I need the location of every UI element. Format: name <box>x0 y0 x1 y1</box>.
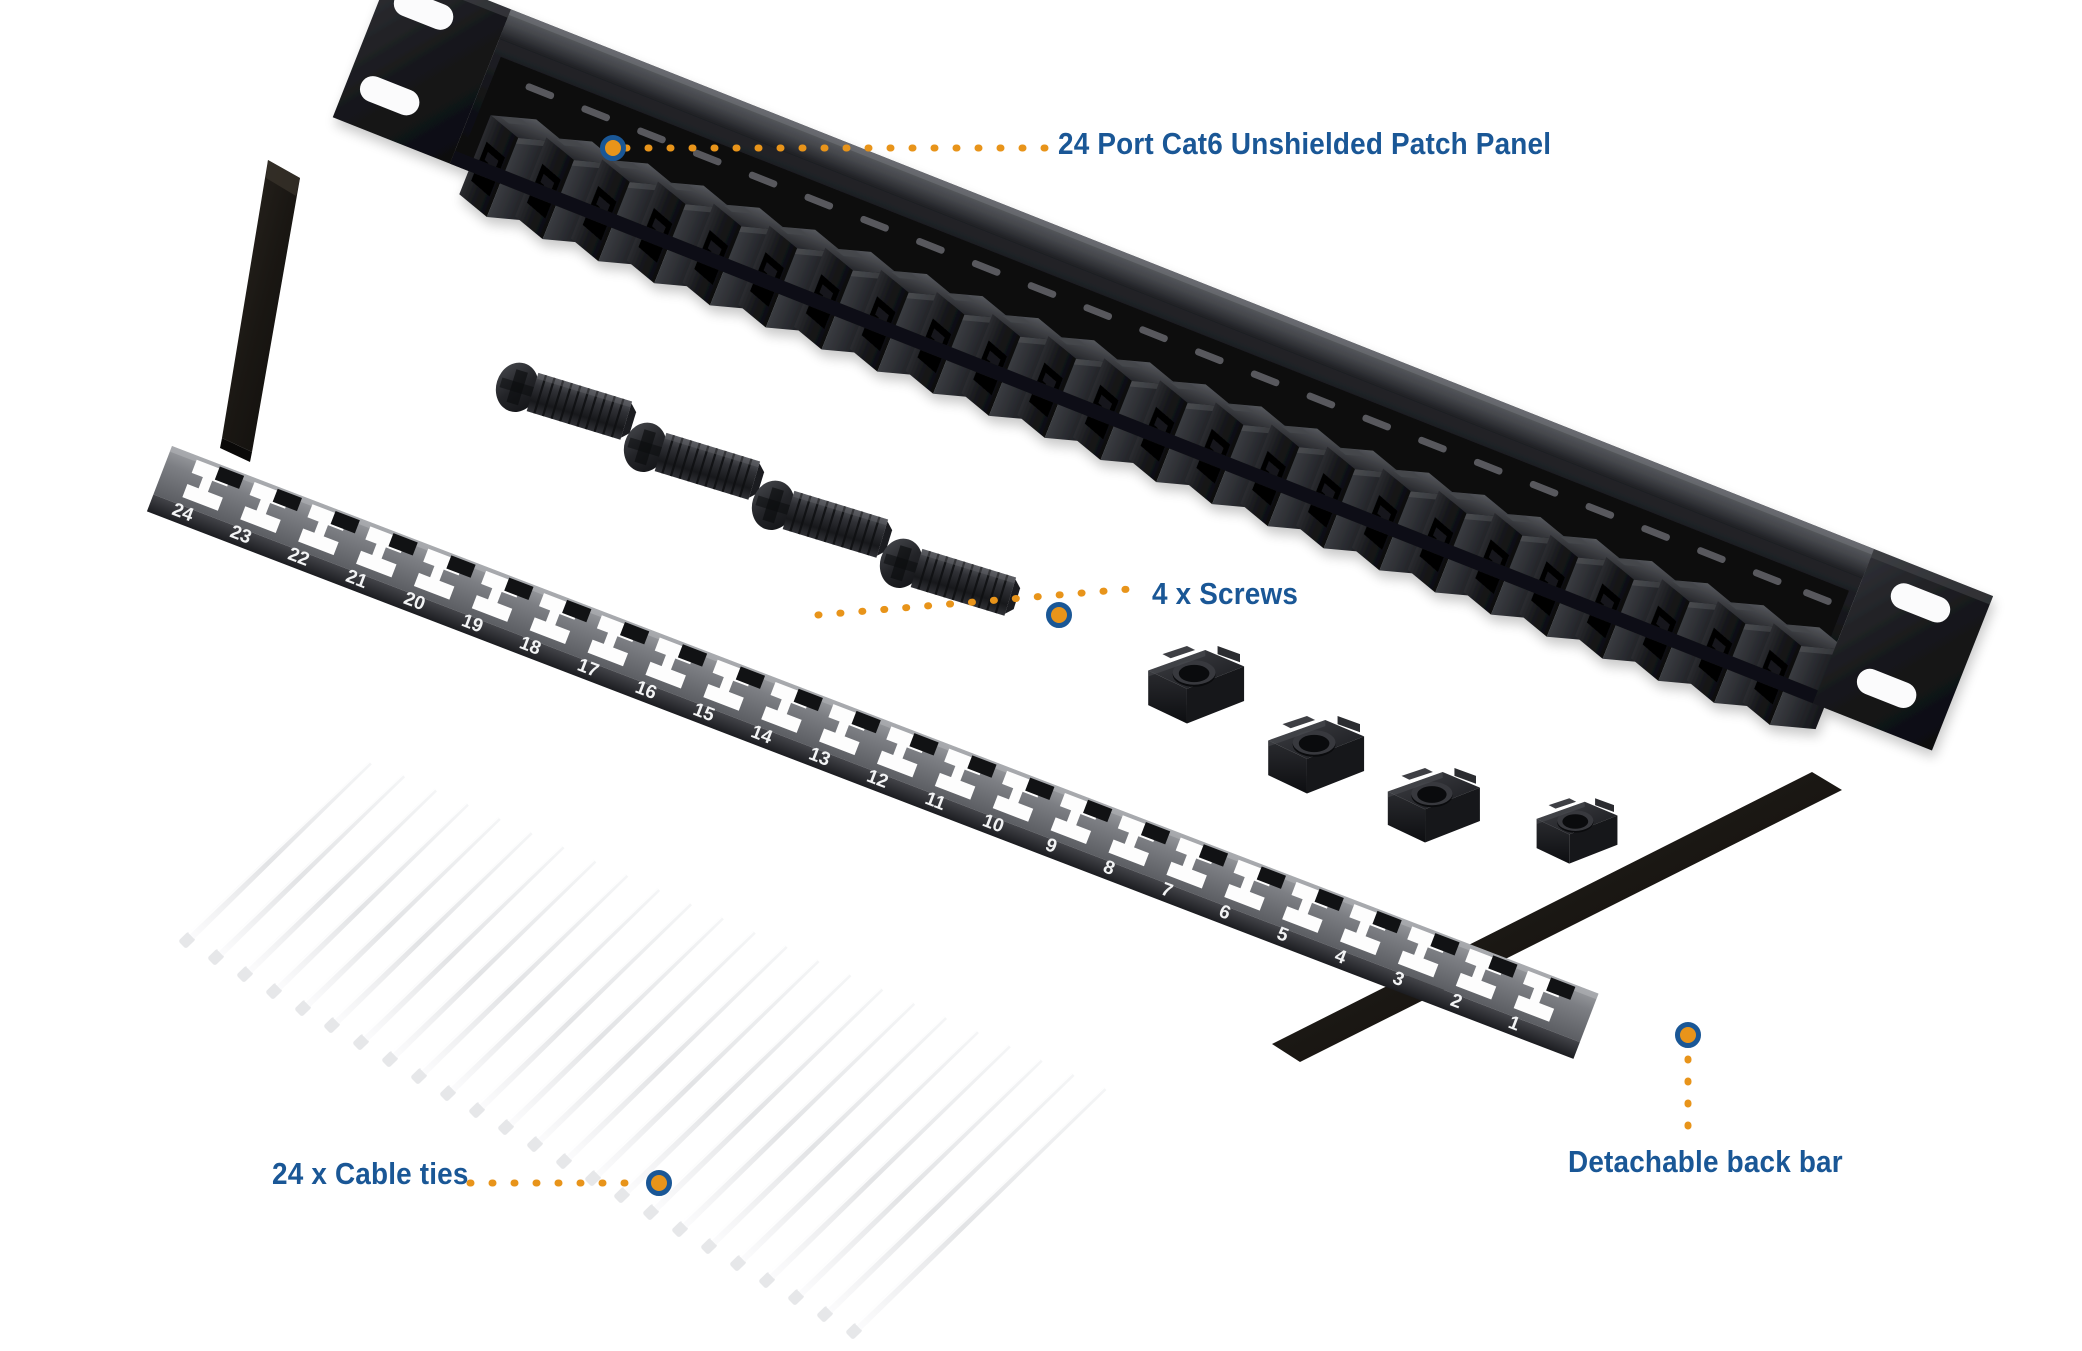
screw <box>751 480 893 558</box>
screw <box>495 362 637 440</box>
callout-label-back-bar: Detachable back bar <box>1568 1144 1843 1179</box>
back-bar-bracket-left <box>220 160 300 462</box>
rack-ear-right <box>1812 549 1994 751</box>
callout-marker-patch-panel[interactable] <box>600 135 626 161</box>
cable-ties-group <box>179 761 1107 1339</box>
callout-label-cable-ties: 24 x Cable ties <box>272 1156 469 1191</box>
callout-marker-cable-ties[interactable] <box>646 1170 672 1196</box>
rack-ear-left <box>332 0 512 164</box>
screws-group <box>495 362 1021 616</box>
callout-marker-back-bar[interactable] <box>1675 1022 1701 1048</box>
cage-nut <box>1536 798 1618 864</box>
cage-nut <box>1148 645 1245 724</box>
cage-nut <box>1387 768 1480 843</box>
patch-panel <box>332 0 1994 751</box>
callout-label-screws: 4 x Screws <box>1152 576 1299 611</box>
back-bar-notches <box>182 459 1576 1022</box>
cage-nuts-group <box>1148 645 1618 864</box>
leader-lines <box>466 144 1692 1187</box>
callout-label-patch-panel: 24 Port Cat6 Unshielded Patch Panel <box>1058 126 1552 161</box>
screw <box>623 422 765 500</box>
cage-nut <box>1268 715 1365 794</box>
callout-marker-screws[interactable] <box>1046 602 1072 628</box>
screw <box>879 538 1021 616</box>
